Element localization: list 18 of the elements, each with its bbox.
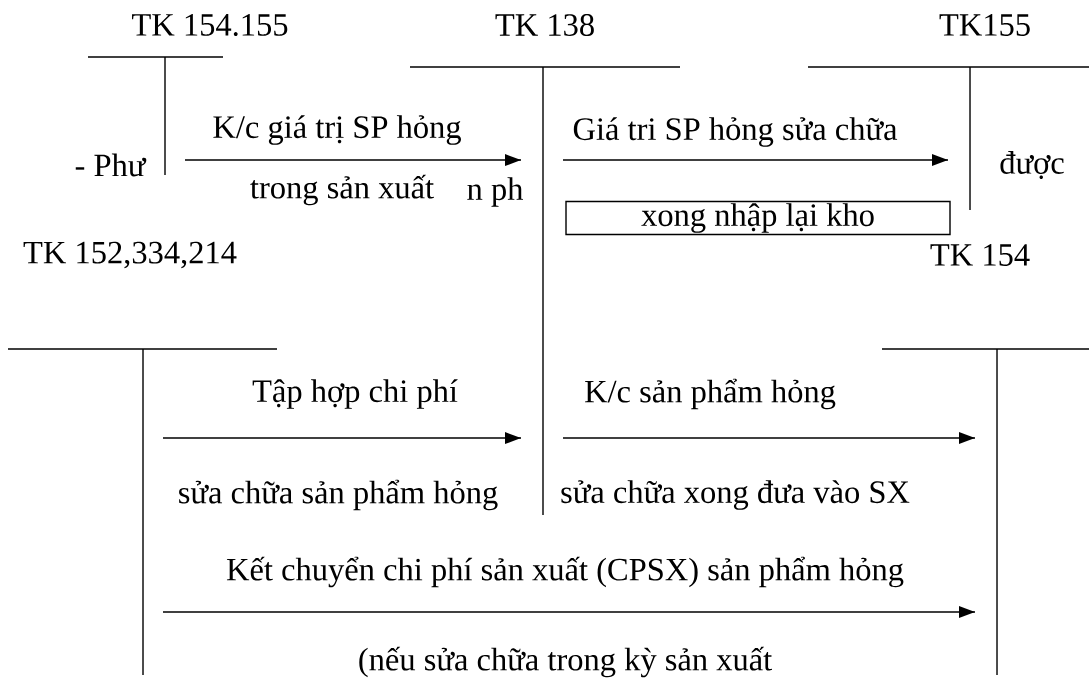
edge-label: K/c giá trị SP hỏng [210,113,464,147]
text-label: trong sản xuất [250,174,434,206]
edge-label: Kết chuyển chi phí sản xuất (CPSX) sản phẩm hỏng [224,554,906,590]
arrow [562,154,949,166]
edge-label: K/c sản phẩm hỏng [582,376,838,412]
text-label: sửa chữa sản phẩm hỏng [179,479,498,511]
text-label: được [1000,151,1064,179]
arrow [562,432,976,444]
edge-label: Tập hợp chi phí [250,377,460,411]
text-label: (nếu sửa chữa trong kỳ sản xuất [359,646,772,678]
arrow [162,606,976,618]
arrow [184,154,522,166]
arrow [162,432,522,444]
text-label: n ph [467,177,523,207]
text-label: - Phư [75,153,147,177]
text-box: xong nhập lại kho [565,200,951,236]
text-label: sửa chữa xong đưa vào SX [561,480,910,510]
edge-label: Giá tri SP hỏng sửa chữa [570,115,900,149]
